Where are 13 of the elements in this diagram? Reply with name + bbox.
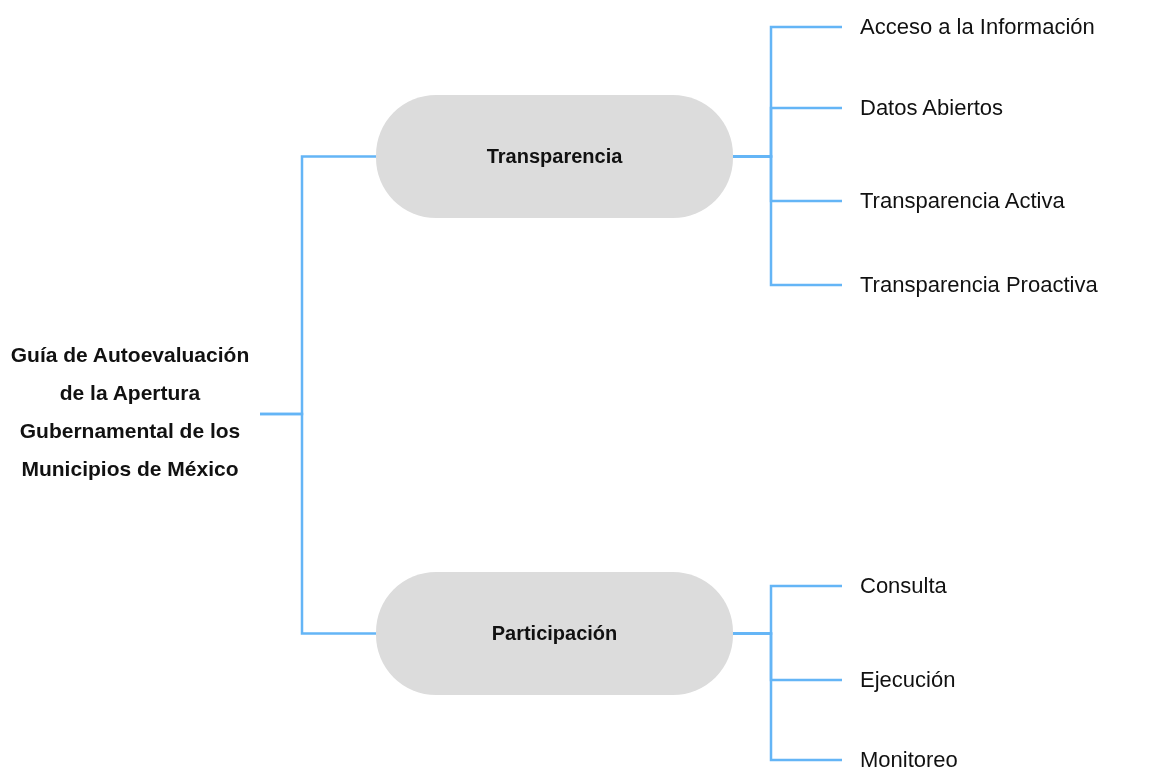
connector-line xyxy=(733,632,842,762)
category-pill: Participación xyxy=(376,572,733,695)
subtopic-text: Transparencia Activa xyxy=(842,185,1152,217)
subtopic-text: Monitoreo xyxy=(842,744,1152,771)
subtopic-text: Datos Abiertos xyxy=(842,92,1152,124)
subtopic-text: Acceso a la Información xyxy=(842,11,1152,43)
category-pill: Transparencia xyxy=(376,95,733,218)
subtopic-text: Ejecución xyxy=(842,664,1152,696)
subtopic-text: Consulta xyxy=(842,570,1152,602)
connector-line xyxy=(733,155,842,287)
root-topic-text: Guía de Autoevaluación de la Apertura Gubernamental de los Municipios de México xyxy=(0,336,260,546)
connector-line xyxy=(260,412,376,635)
subtopic-text: Transparencia Proactiva xyxy=(842,269,1152,301)
